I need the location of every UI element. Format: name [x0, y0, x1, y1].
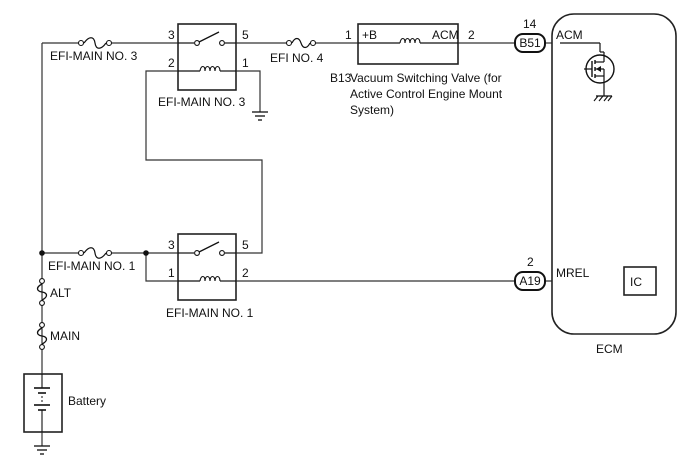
connector-a19: [514, 271, 546, 291]
vacuum-switching-valve: [357, 23, 459, 65]
fuse-efi-main-3: [77, 37, 113, 49]
junction-dot: [143, 250, 149, 256]
pin-label: 3: [168, 238, 175, 252]
relay-efi-main-1: [177, 233, 237, 301]
ecm-box: [551, 13, 677, 335]
fuse-efi-main-1: [77, 247, 113, 259]
pin-label: 1: [168, 266, 175, 280]
label-vsv-code: B13: [330, 71, 352, 85]
relay-efi-main-3: [177, 23, 237, 91]
pin-label: 14: [523, 17, 537, 31]
label-efi-main-1-fuse: EFI-MAIN NO. 1: [48, 259, 136, 273]
pin-label: 2: [242, 266, 249, 280]
junction-dot: [39, 250, 45, 256]
label-ecm-acm: ACM: [556, 28, 583, 42]
wires: [41, 42, 624, 446]
pin-label: 2: [168, 56, 175, 70]
connector-b51: [514, 33, 546, 53]
fuse-efi-4: [285, 37, 317, 49]
label-ecm: ECM: [596, 342, 623, 356]
pin-label: 5: [242, 238, 249, 252]
pin-label: 1: [242, 56, 249, 70]
ground-icon: [34, 445, 50, 455]
label-vsv-line2: Active Control Engine Mount: [350, 87, 503, 101]
label-ic: IC: [630, 275, 642, 289]
label-vsv-acm: ACM: [432, 28, 459, 42]
label-vsv-plus-b: +B: [362, 28, 377, 42]
fusible-link-main: [36, 322, 48, 350]
label-ecm-mrel: MREL: [556, 266, 590, 280]
battery-icon: [23, 373, 63, 433]
mosfet-icon: [560, 42, 615, 102]
pin-label: 5: [242, 28, 249, 42]
label-vsv-line1: Vacuum Switching Valve (for: [350, 71, 502, 85]
label-main: MAIN: [50, 329, 80, 343]
pin-label: 2: [468, 28, 475, 42]
connector-b51-label: B51: [519, 36, 541, 50]
labels: EFI-MAIN NO. 3 3 5 2 1 EFI-MAIN NO. 3 EF…: [48, 17, 642, 408]
ic-box: [623, 266, 657, 296]
label-efi-main-3-fuse: EFI-MAIN NO. 3: [50, 49, 138, 63]
pin-label: 3: [168, 28, 175, 42]
label-efi-no-4: EFI NO. 4: [270, 51, 324, 65]
label-battery: Battery: [68, 394, 106, 408]
label-relay-efi-main-1: EFI-MAIN NO. 1: [166, 306, 254, 320]
pin-label: 1: [345, 28, 352, 42]
fusible-link-alt: [36, 278, 48, 306]
connector-a19-label: A19: [519, 274, 541, 288]
ground-icon: [252, 111, 268, 121]
label-relay-efi-main-3: EFI-MAIN NO. 3: [158, 95, 246, 109]
pin-label: 2: [527, 255, 534, 269]
label-vsv-line3: System): [350, 103, 394, 117]
label-alt: ALT: [50, 286, 72, 300]
